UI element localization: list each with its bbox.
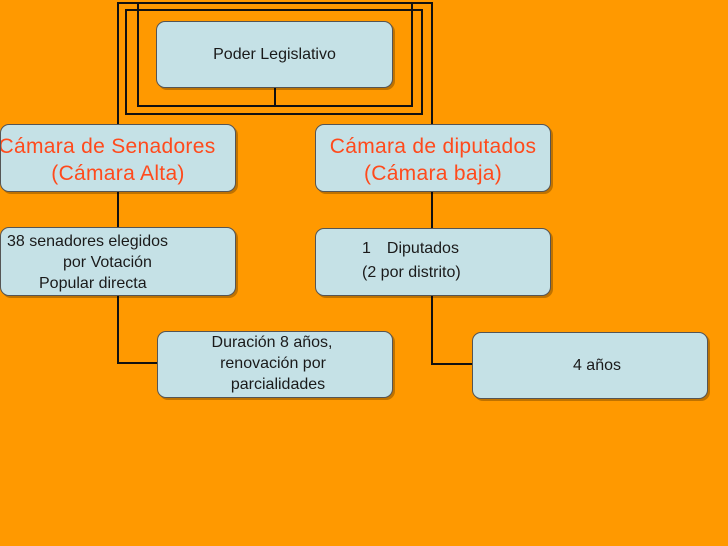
senadores-info-line3: Popular directa	[39, 275, 147, 292]
senadores-info-line1: 38 senadores elegidos	[7, 233, 169, 250]
camara-senadores-title: Cámara de Senadores	[0, 135, 216, 158]
senadores-duracion-line3: parcialidades	[230, 376, 326, 393]
senadores-info-node: 38 senadores elegidos por Votación Popul…	[0, 227, 236, 296]
camara-diputados-subtitle: (Cámara baja)	[363, 162, 503, 185]
diputados-duracion-node: 4 años	[472, 332, 708, 399]
camara-senadores-subtitle: (Cámara Alta)	[51, 162, 185, 185]
diputados-info-line2: (2 por distrito)	[362, 264, 461, 281]
camara-senadores-node: Cámara de Senadores (Cámara Alta)	[0, 124, 236, 192]
poder-legislativo-label: Poder Legislativo	[213, 46, 336, 63]
connector-root-frame	[125, 9, 423, 115]
connector-senadores-to-duracion	[117, 296, 157, 364]
diputados-count: 1	[362, 240, 371, 257]
diputados-info-node: 1 Diputados (2 por distrito)	[315, 228, 551, 296]
poder-legislativo-node: Poder Legislativo	[156, 21, 393, 88]
camara-diputados-title: Cámara de diputados	[329, 135, 537, 158]
connector-diputados-to-duracion	[431, 296, 472, 365]
senadores-duracion-line1: Duración 8 años,	[211, 334, 333, 351]
diputados-info-line1: 1 Diputados	[316, 238, 550, 259]
diputados-count-label: Diputados	[386, 240, 459, 257]
camara-diputados-node: Cámara de diputados (Cámara baja)	[315, 124, 551, 192]
connector-outer-frame	[117, 2, 433, 127]
senadores-info-line2: por Votación	[63, 254, 152, 271]
diputados-duracion-label: 4 años	[572, 357, 621, 374]
senadores-duracion-node: Duración 8 años, renovación por parciali…	[157, 331, 393, 398]
senadores-duracion-line2: renovación por	[220, 355, 326, 372]
